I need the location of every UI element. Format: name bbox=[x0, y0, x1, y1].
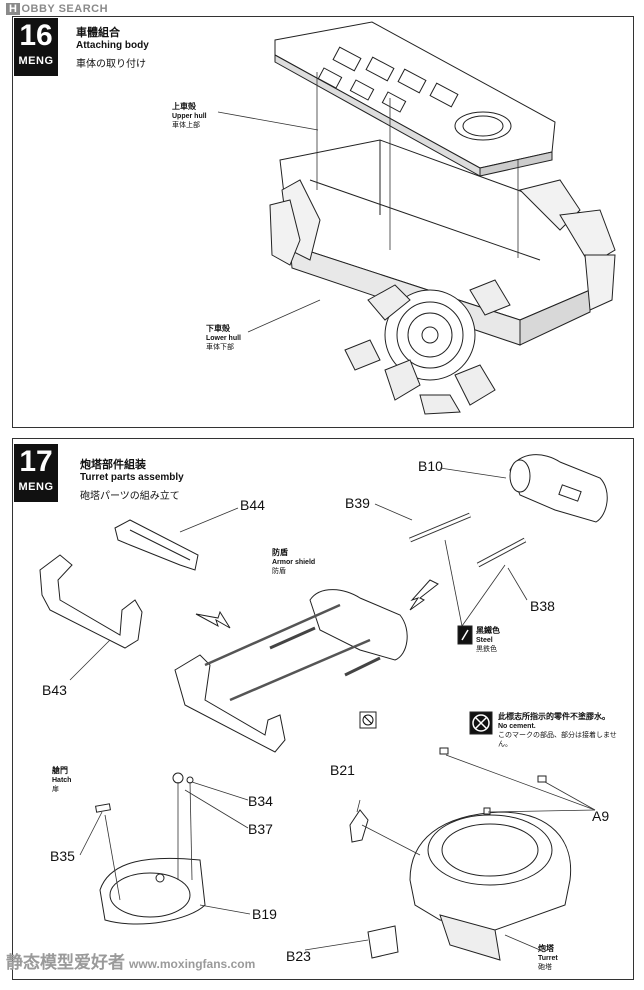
part-b39-label: B39 bbox=[345, 495, 370, 511]
no-cement-jp: このマークの部品、部分は接着しません。 bbox=[498, 732, 617, 748]
armor-shield-cn: 防盾 bbox=[272, 548, 288, 557]
step-17-title-jp: 砲塔パーツの組み立て bbox=[80, 491, 180, 502]
lower-hull-illustration bbox=[269, 139, 616, 415]
upper-hull-label: 上車殻 Upper hull 車体上部 bbox=[172, 102, 207, 130]
hatch-cn: 艙門 bbox=[52, 766, 68, 775]
part-a9-illustration bbox=[439, 747, 547, 815]
upper-hull-cn: 上車殻 bbox=[172, 102, 196, 111]
no-cement-icon bbox=[469, 711, 493, 735]
step-16-badge: 16 MENG bbox=[14, 18, 58, 76]
part-b21-illustration bbox=[349, 809, 369, 843]
hatch-jp: 扉 bbox=[52, 786, 59, 793]
part-b38-label: B38 bbox=[530, 598, 555, 614]
step-16-title-cn: 車體組合 bbox=[76, 27, 120, 39]
steel-cn: 黑鐵色 bbox=[476, 626, 500, 635]
part-b10-label: B10 bbox=[418, 458, 443, 474]
part-b23-illustration bbox=[367, 925, 399, 959]
no-cement-cn: 此標志所指示的零件不塗膠水。 bbox=[498, 712, 610, 721]
part-b10-illustration bbox=[509, 454, 608, 523]
turret-jp: 砲塔 bbox=[538, 964, 552, 971]
step-17-number: 17 bbox=[19, 445, 53, 478]
part-b44-illustration bbox=[114, 519, 199, 571]
part-b35-label: B35 bbox=[50, 848, 75, 864]
part-b34-illustration bbox=[172, 772, 194, 784]
watermark-url: www.moxingfans.com bbox=[129, 957, 256, 971]
part-b37-label: B37 bbox=[248, 821, 273, 837]
part-b43-illustration bbox=[39, 554, 143, 649]
step-17-title-en: Turret parts assembly bbox=[80, 472, 184, 483]
part-b44-label: B44 bbox=[240, 497, 265, 513]
upper-hull-jp: 車体上部 bbox=[172, 122, 200, 129]
armor-shield-assembly-illustration bbox=[174, 589, 408, 753]
step-17-title-cn: 炮塔部件組装 bbox=[80, 459, 146, 471]
steel-paint-label: 黑鐵色 Steel 黒鉄色 bbox=[476, 626, 500, 654]
steel-en: Steel bbox=[476, 637, 493, 644]
step-16-brand: MENG bbox=[18, 55, 54, 67]
paint-brush-icon bbox=[457, 625, 473, 645]
assembly-arrow bbox=[195, 610, 231, 629]
no-cement-en: No cement. bbox=[498, 723, 536, 730]
turret-illustration bbox=[409, 811, 572, 961]
watermark-text: OBBY SEARCH bbox=[21, 3, 109, 15]
no-cement-marker-icon bbox=[359, 711, 377, 729]
watermark-moxingfans: 静态模型爱好者 www.moxingfans.com bbox=[6, 948, 255, 973]
part-b35-illustration bbox=[95, 803, 111, 813]
armor-shield-label: 防盾 Armor shield 防盾 bbox=[272, 548, 315, 576]
part-b21-label: B21 bbox=[330, 762, 355, 778]
no-cement-note: 此標志所指示的零件不塗膠水。 No cement. このマークの部品、部分は接着… bbox=[498, 712, 630, 749]
part-a9-label: A9 bbox=[592, 808, 610, 824]
lower-hull-cn: 下車殻 bbox=[206, 324, 230, 333]
armor-shield-jp: 防盾 bbox=[272, 568, 286, 575]
assembly-arrow-2 bbox=[409, 579, 439, 611]
part-b34-label: B34 bbox=[248, 793, 273, 809]
part-b43-label: B43 bbox=[42, 682, 67, 698]
turret-en: Turret bbox=[538, 955, 558, 962]
part-b23-label: B23 bbox=[286, 948, 311, 964]
watermark-logo: H bbox=[6, 3, 21, 15]
step-16-number: 16 bbox=[19, 19, 53, 52]
part-b39-illustration bbox=[409, 512, 471, 543]
step-17-brand: MENG bbox=[18, 481, 54, 493]
lower-hull-label: 下車殻 Lower hull 車体下部 bbox=[206, 324, 241, 352]
step-16-title-jp: 車体の取り付け bbox=[76, 59, 146, 70]
part-b19-illustration bbox=[99, 857, 206, 925]
part-b38-illustration bbox=[476, 537, 527, 568]
lower-hull-en: Lower hull bbox=[206, 335, 241, 342]
step-17-badge: 17 MENG bbox=[14, 444, 58, 502]
hatch-label: 艙門 Hatch 扉 bbox=[52, 766, 71, 794]
upper-hull-en: Upper hull bbox=[172, 113, 207, 120]
upper-hull-illustration bbox=[274, 21, 556, 177]
part-b19-label: B19 bbox=[252, 906, 277, 922]
turret-cn: 炮塔 bbox=[538, 944, 554, 953]
armor-shield-en: Armor shield bbox=[272, 559, 316, 566]
hatch-en: Hatch bbox=[52, 777, 72, 784]
steel-jp: 黒鉄色 bbox=[476, 646, 497, 653]
watermark-cn: 静态模型爱好者 bbox=[6, 953, 125, 972]
step-16-title-en: Attaching body bbox=[76, 40, 149, 51]
turret-label: 炮塔 Turret 砲塔 bbox=[538, 944, 558, 972]
lower-hull-jp: 車体下部 bbox=[206, 344, 234, 351]
